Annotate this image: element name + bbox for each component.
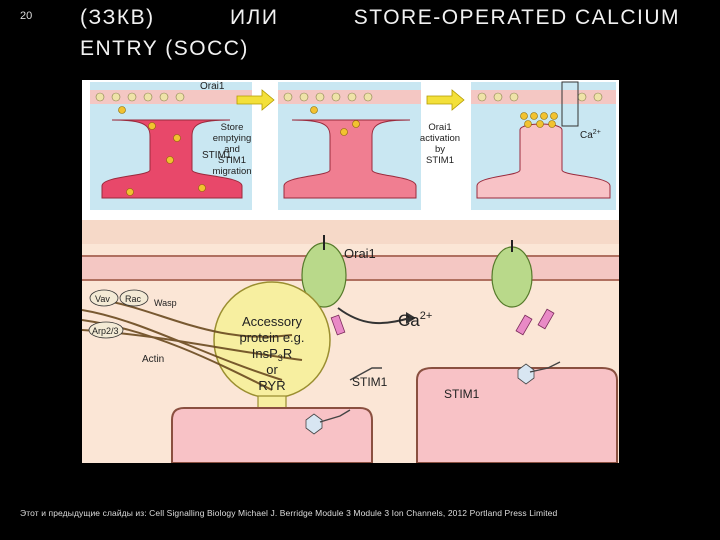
top-orai-label: Orai1: [200, 81, 225, 92]
svg-text:and: and: [224, 144, 240, 155]
svg-text:Accessory: Accessory: [242, 314, 302, 329]
svg-text:RYR: RYR: [258, 378, 285, 393]
svg-text:Store: Store: [221, 122, 244, 133]
stim1-label-left: STIM1: [352, 375, 388, 389]
bottom-panel: Vav Rac Wasp Arp2/3 Actin Orai1 Ca2+ Acc…: [82, 220, 619, 463]
svg-text:emptying: emptying: [213, 133, 252, 144]
svg-text:Orai1: Orai1: [428, 122, 451, 133]
svg-text:STIM1: STIM1: [218, 155, 246, 166]
slide-title: (ЗЗКВ) ИЛИ STORE-OPERATED CALCIUM ENTRY …: [80, 2, 680, 64]
svg-text:migration: migration: [212, 166, 251, 177]
top-panels: Orai1 STIM1 Store emptying and STIM1 mig…: [90, 81, 616, 210]
slide-number: 20: [20, 10, 32, 22]
actin-label: Actin: [142, 354, 164, 365]
arp-label: Arp2/3: [92, 326, 119, 336]
socc-diagram: Orai1 STIM1 Store emptying and STIM1 mig…: [82, 80, 619, 463]
citation-footer: Этот и предыдущие слайды из: Cell Signal…: [20, 508, 557, 518]
rac-label: Rac: [125, 294, 142, 304]
wasp-label: Wasp: [154, 298, 177, 308]
title-socc: STORE-OPERATED CALCIUM: [354, 2, 680, 33]
svg-text:protein e.g.: protein e.g.: [239, 330, 304, 345]
svg-text:activation: activation: [420, 133, 460, 144]
svg-text:STIM1: STIM1: [426, 155, 454, 166]
diagram-svg: Orai1 STIM1 Store emptying and STIM1 mig…: [82, 80, 619, 463]
svg-text:by: by: [435, 144, 445, 155]
vav-label: Vav: [95, 294, 110, 304]
svg-text:InsP3R: InsP3R: [252, 346, 292, 363]
svg-text:or: or: [266, 362, 278, 377]
stim1-label-right: STIM1: [444, 387, 480, 401]
title-abbrev: (ЗЗКВ): [80, 2, 155, 33]
bottom-orai-label: Orai1: [344, 246, 376, 261]
title-line2: ENTRY (SOCC): [80, 33, 680, 64]
step2-caption: Orai1 activation by STIM1: [420, 122, 460, 166]
title-or: ИЛИ: [230, 2, 278, 33]
